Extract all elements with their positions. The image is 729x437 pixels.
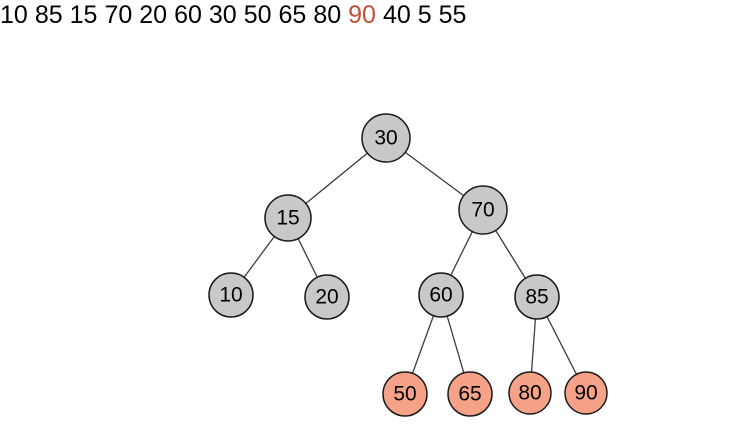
node-value: 60 [429, 284, 452, 307]
node-value: 90 [574, 382, 597, 405]
tree-node-90: 90 [564, 371, 608, 415]
node-circle-highlighted [508, 371, 552, 415]
sequence-number: 85 [34, 1, 63, 29]
tree-node-15: 15 [264, 194, 312, 242]
sequence-number: 60 [174, 1, 202, 29]
tree-node-50: 50 [382, 371, 428, 417]
node-circle [458, 185, 508, 235]
sequence-number: 15 [69, 1, 98, 29]
tree-node-60: 60 [418, 272, 464, 318]
sequence-number: 20 [139, 1, 168, 29]
tree-node-80: 80 [508, 371, 552, 415]
tree-node-65: 65 [447, 371, 493, 417]
tree-node-20: 20 [304, 274, 350, 320]
node-circle [361, 113, 411, 163]
node-circle [514, 274, 560, 320]
sequence-number: 10 [0, 1, 28, 29]
node-value: 10 [219, 284, 242, 307]
node-value: 50 [393, 383, 416, 406]
node-circle [208, 272, 254, 318]
node-value: 20 [315, 286, 338, 309]
node-value: 65 [458, 383, 481, 406]
node-circle-highlighted [447, 371, 493, 417]
sequence-number: 55 [438, 1, 467, 29]
tree-node-30: 30 [361, 113, 411, 163]
node-value: 85 [525, 286, 548, 309]
node-circle-highlighted [382, 371, 428, 417]
tree-node-85: 85 [514, 274, 560, 320]
node-value: 70 [471, 199, 494, 222]
node-circle-highlighted [564, 371, 608, 415]
sequence-number: 40 [382, 1, 411, 29]
sequence-number: 5 [417, 1, 432, 29]
node-circle [304, 274, 350, 320]
node-value: 15 [276, 207, 299, 230]
sequence-number: 80 [313, 1, 342, 29]
node-value: 30 [374, 127, 397, 150]
node-circle [418, 272, 464, 318]
node-circle [264, 194, 312, 242]
sequence-number: 65 [278, 1, 307, 29]
sequence-number: 70 [104, 1, 133, 29]
sequence-number: 30 [208, 1, 237, 29]
sequence-number: 50 [243, 1, 272, 29]
tree-node-10: 10 [208, 272, 254, 318]
sequence-number: 90 [348, 1, 376, 29]
node-value: 80 [518, 382, 541, 405]
tree-node-70: 70 [458, 185, 508, 235]
